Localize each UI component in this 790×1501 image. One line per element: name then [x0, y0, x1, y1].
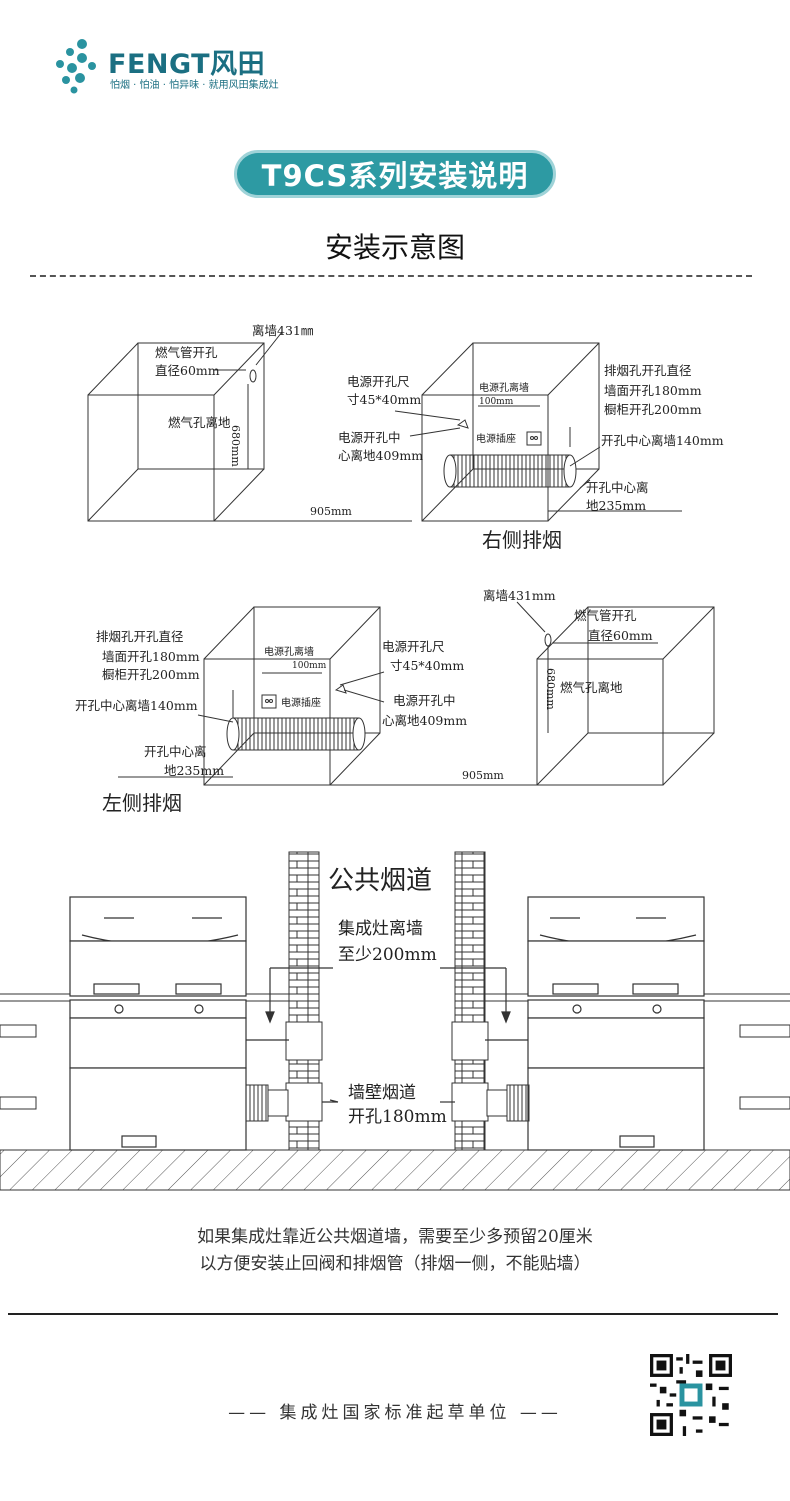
label-exhaust-cabinet: 橱柜开孔200mm: [604, 402, 702, 417]
label-power-size-2: 寸45*40mm: [347, 392, 422, 407]
diagram-subtitle: 安装示意图: [324, 231, 465, 264]
label-gas-height-left: 燃气孔离地: [560, 680, 623, 695]
label-power-size-1: 电源开孔尺: [347, 374, 410, 389]
label-680: 680mm: [229, 425, 242, 467]
label-stove-distance-1: 集成灶离墙: [338, 919, 423, 939]
label-socket: 电源插座: [476, 434, 516, 445]
caption-left-exhaust: 左侧排烟: [102, 791, 182, 815]
label-gas-hole-left: 燃气管开孔: [574, 608, 637, 623]
label-power-size-left-1: 电源开孔尺: [382, 639, 445, 654]
label-public-flue: 公共烟道: [328, 866, 433, 896]
label-center-floor-1: 开孔中心离: [586, 480, 649, 495]
label-wall-distance-left: 离墙431mm: [483, 588, 556, 603]
label-exhaust-wall: 墙面开孔180mm: [604, 383, 702, 398]
page-title: T9CS系列安装说明: [234, 150, 556, 198]
label-905: 905mm: [310, 505, 352, 518]
label-socket-left: 电源插座: [281, 698, 321, 709]
label-power-height-left-2: 心离地409mm: [382, 713, 468, 728]
brand-slogan: 怕烟 · 怕油 · 怕异味 · 就用风田集成灶: [110, 80, 279, 91]
label-center-wall-left: 开孔中心离墙140mm: [75, 698, 198, 713]
label-wall-distance-431: 离墙431㎜: [252, 323, 314, 338]
cabinet-box-right-exhaust: [394, 342, 682, 522]
cabinet-box-gas-right: [87, 331, 412, 522]
label-power-wall-1: 电源孔离墙: [479, 383, 529, 394]
footer-text: —— 集成灶国家标准起草单位 ——: [228, 1403, 562, 1423]
label-center-wall: 开孔中心离墙140mm: [601, 433, 724, 448]
brand-name: FENGT风田: [108, 49, 266, 80]
label-power-wall-2: 100mm: [479, 397, 514, 407]
qr-code-icon: [650, 1354, 732, 1436]
cabinet-box-left-exhaust: [118, 606, 385, 786]
stove-right: [527, 896, 705, 1151]
stove-left: [69, 896, 247, 1151]
label-power-height-2: 心离地409mm: [338, 448, 424, 463]
label-wall-flue-2: 开孔180mm: [348, 1107, 447, 1127]
label-exhaust-dia: 排烟孔开孔直径: [604, 363, 692, 378]
footer-divider: [8, 1313, 778, 1315]
cabinet-box-gas-left: [320, 601, 715, 786]
label-exhaust-cabinet-left: 橱柜开孔200mm: [102, 667, 200, 682]
label-exhaust-dia-left: 排烟孔开孔直径: [96, 629, 184, 644]
label-wall-flue-1: 墙壁烟道: [348, 1083, 416, 1103]
label-905-left: 905mm: [462, 769, 504, 782]
label-gas-hole: 燃气管开孔: [155, 345, 218, 360]
label-power-height-left-1: 电源开孔中: [393, 693, 456, 708]
label-center-floor-left-1: 开孔中心离: [144, 744, 207, 759]
label-gas-diameter-left: 直径60mm: [588, 628, 653, 643]
note-line-1: 如果集成灶靠近公共烟道墙，需要至少多预留20厘米: [197, 1227, 593, 1247]
caption-right-exhaust: 右侧排烟: [482, 528, 562, 552]
brand-logo-icon: [56, 39, 96, 94]
label-gas-diameter: 直径60mm: [155, 363, 220, 378]
label-gas-height: 燃气孔离地: [168, 415, 231, 430]
floor-hatch: [0, 1149, 790, 1191]
label-center-floor-left-2: 地235mm: [164, 763, 225, 778]
label-power-size-left-2: 寸45*40mm: [390, 658, 465, 673]
label-680-left: 680mm: [544, 668, 557, 710]
label-exhaust-wall-left: 墙面开孔180mm: [102, 649, 200, 664]
label-center-floor-2: 地235mm: [586, 498, 647, 513]
note-line-2: 以方便安装止回阀和排烟管（排烟一侧，不能贴墙）: [199, 1254, 591, 1274]
label-power-height-1: 电源开孔中: [338, 430, 401, 445]
label-power-wall-left-2: 100mm: [292, 661, 327, 671]
label-stove-distance-2: 至少200mm: [338, 945, 437, 965]
label-power-wall-left-1: 电源孔离墙: [264, 647, 314, 658]
dashed-divider: [30, 275, 752, 277]
